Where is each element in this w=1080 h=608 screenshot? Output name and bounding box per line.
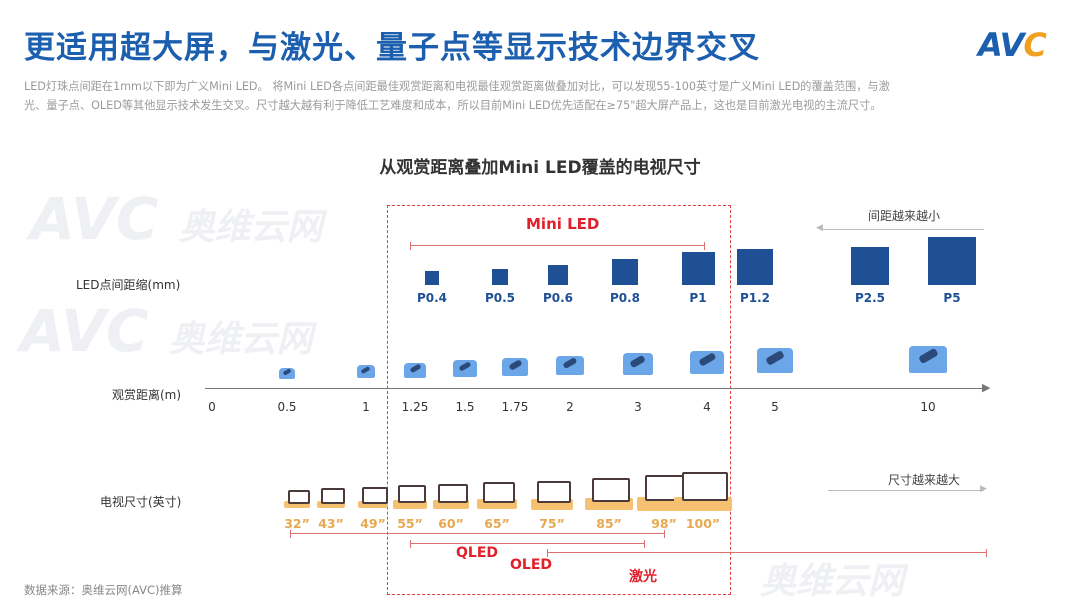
size-arrow [828,490,984,491]
laser-bracket [547,549,987,557]
led-pitch-square [681,252,715,285]
distance-tick-label: 0 [208,400,216,414]
tv-stand-icon [477,499,517,510]
tv-size-label: 60” [438,516,464,531]
page-title: 更适用超大屏，与激光、量子点等显示技术边界交叉 [24,30,760,66]
led-pitch-label: P0.8 [609,291,641,305]
pitch-row-label: LED点间距缩(mm) [76,278,181,292]
qled-bracket [410,540,645,548]
size-note: 尺寸越来越大 [888,473,961,487]
led-pitch-label: P0.4 [416,291,448,305]
tv-row-label: 电视尺寸(英寸) [100,495,182,509]
tv-size-label: 65” [484,516,510,531]
tv-icon [592,477,630,502]
tv-size-label: 43” [318,516,344,531]
tv-size-label: 75” [539,516,565,531]
description-line-2: 光、量子点、OLED等其他显示技术发生交叉。尺寸越大越有利于降低工艺难度和成本，… [24,99,882,112]
tv-icon [321,488,345,504]
tv-size-label: 85” [596,516,622,531]
arrow-left-icon: ◀ [816,223,823,233]
qled-label: QLED [456,545,499,561]
arrow-right-icon: ▶ [982,381,991,394]
distance-tick-label: 10 [920,400,936,414]
distance-tick-label: 1.5 [455,400,475,414]
distance-tick-label: 1.75 [501,400,529,414]
tv-icon [398,485,426,504]
mini-led-label: Mini LED [526,215,600,233]
distance-axis [205,388,985,389]
tv-stand-icon [585,498,633,511]
led-pitch-square [851,247,889,285]
tv-icon [438,483,468,504]
led-pitch-square [928,237,976,285]
pitch-note: 间距越来越小 [868,209,941,223]
arrow-right-icon: ▶ [980,484,987,494]
data-source: 数据来源：奥维云网(AVC)推算 [24,583,183,597]
mini-led-range-box [387,205,731,595]
watermark: AVC 奥维云网 [30,185,323,253]
distance-row-label: 观赏距离(m) [112,388,182,402]
watermark: 奥维云网 [760,561,905,602]
oled-label: OLED [510,557,553,573]
mini-led-size-bracket [290,530,665,538]
distance-tick-label: 5 [771,400,779,414]
tv-icon [288,489,310,505]
distance-tick-label: 1 [362,400,370,414]
tv-icon [537,480,571,503]
led-pitch-square [425,271,439,285]
description-line-1: LED灯珠点间距在1mm以下即为广义Mini LED。 将Mini LED各点间… [24,80,890,93]
led-pitch-square [737,249,773,285]
led-pitch-label: P5 [943,291,961,305]
avc-logo: AVC [978,26,1047,64]
led-pitch-label: P0.5 [484,291,516,305]
tv-stand-icon [284,501,310,508]
tv-size-label: 55” [397,516,423,531]
tv-icon [682,471,728,501]
tv-stand-icon [317,501,345,508]
tv-stand-icon [432,499,470,509]
led-pitch-label: P0.6 [542,291,574,305]
tv-icon [483,482,515,503]
mini-led-bracket [410,242,705,250]
tv-size-label: 98” [651,516,677,531]
pitch-arrow [822,229,984,230]
distance-tick-label: 3 [634,400,642,414]
tv-size-label: 100” [685,516,721,531]
tv-stand-icon [393,500,427,509]
distance-tick-label: 1.25 [401,400,429,414]
led-pitch-square [492,269,508,285]
led-pitch-label: P1 [689,291,707,305]
led-pitch-label: P1.2 [739,291,771,305]
distance-tick-label: 2 [566,400,574,414]
distance-tick-label: 0.5 [277,400,297,414]
led-pitch-square [612,259,638,285]
tv-size-label: 32” [284,516,310,531]
tv-size-label: 49” [360,516,386,531]
laser-label: 激光 [629,569,657,585]
led-pitch-square [548,265,568,285]
distance-tick-label: 4 [703,400,711,414]
tv-stand-icon [531,499,573,510]
tv-icon [362,486,388,504]
chart-title: 从观赏距离叠加Mini LED覆盖的电视尺寸 [379,158,701,178]
led-pitch-label: P2.5 [854,291,886,305]
tv-stand-icon [357,500,389,509]
watermark: AVC 奥维云网 [20,297,313,365]
